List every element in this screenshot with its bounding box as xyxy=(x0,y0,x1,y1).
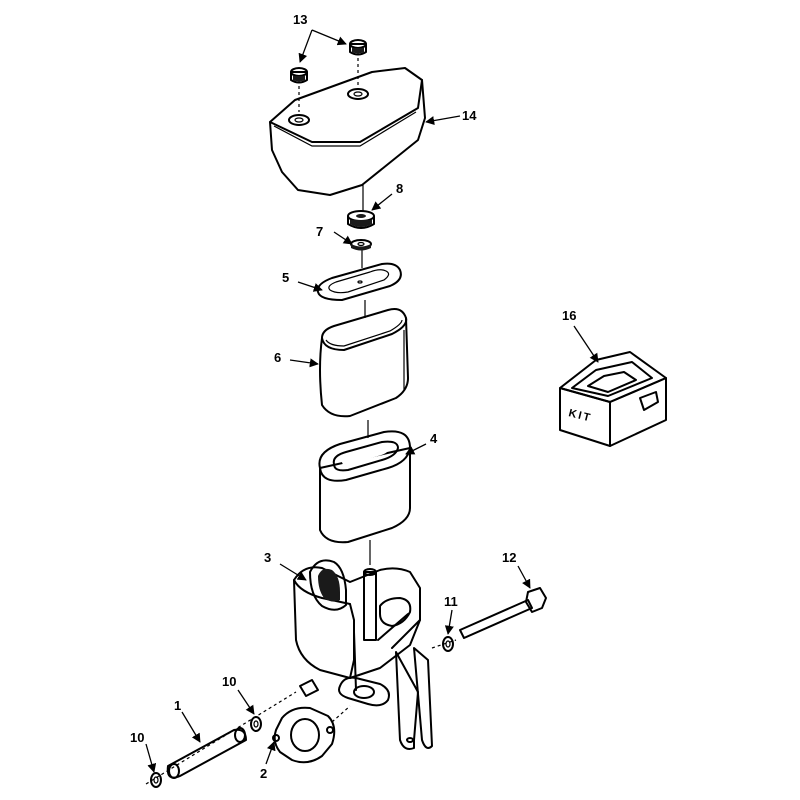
knob-13-right xyxy=(349,39,367,86)
washer-11 xyxy=(442,636,454,652)
tube-1 xyxy=(166,727,247,779)
leader-lines xyxy=(145,29,599,773)
callout-1: 1 xyxy=(174,698,181,713)
air-filter-element-4 xyxy=(318,430,411,544)
callout-14: 14 xyxy=(462,108,477,123)
callout-16: 16 xyxy=(562,308,576,323)
callout-13: 13 xyxy=(293,12,307,27)
retainer-nut-8 xyxy=(347,210,375,229)
callout-10-upper: 10 xyxy=(222,674,236,689)
kit-box-label: KIT xyxy=(567,407,593,424)
callout-10-lower: 10 xyxy=(130,730,144,745)
knob-13-left xyxy=(290,67,308,112)
pre-cleaner-sleeve-6 xyxy=(319,308,409,418)
kit-box-16: KIT xyxy=(559,351,667,447)
clip-10-upper xyxy=(250,716,262,732)
air-cleaner-base-3 xyxy=(293,559,433,750)
gasket-plate-5 xyxy=(316,262,402,301)
clip-10-lower xyxy=(150,772,162,788)
callout-11: 11 xyxy=(444,594,458,609)
bolt-12 xyxy=(431,587,547,649)
callout-4: 4 xyxy=(430,431,438,446)
air-cleaner-cover xyxy=(269,67,426,196)
callout-3: 3 xyxy=(264,550,271,565)
callout-12: 12 xyxy=(502,550,516,565)
callout-8: 8 xyxy=(396,181,403,196)
callout-5: 5 xyxy=(282,270,289,285)
callout-6: 6 xyxy=(274,350,281,365)
assembly-axis xyxy=(361,185,371,565)
gasket-2 xyxy=(272,705,351,764)
callout-2: 2 xyxy=(260,766,267,781)
washer-7 xyxy=(350,239,372,251)
lower-axis-line xyxy=(145,691,297,785)
callout-7: 7 xyxy=(316,224,323,239)
callout-labels: 13 14 8 7 5 6 4 3 12 11 10 1 2 10 16 xyxy=(130,12,576,781)
